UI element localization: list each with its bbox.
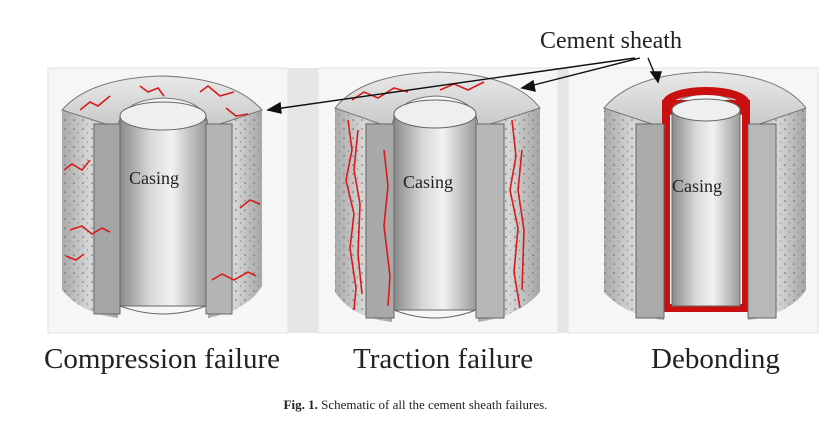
figure-number: Fig. 1. — [283, 397, 318, 412]
casing-label: Casing — [403, 172, 453, 192]
figure-caption-text: Schematic of all the cement sheath failu… — [321, 397, 548, 412]
caption-debonding: Debonding — [651, 343, 780, 375]
caption-compression: Compression failure — [44, 343, 280, 375]
casing-label: Casing — [672, 176, 722, 196]
cylinder-traction — [334, 71, 541, 322]
casing-label: Casing — [129, 168, 179, 188]
figure-caption: Fig. 1. Schematic of all the cement shea… — [0, 397, 831, 413]
cylinder-debonding — [603, 71, 807, 320]
callout-label: Cement sheath — [540, 28, 682, 54]
panel-separator — [288, 68, 318, 333]
cylinder-compression — [61, 75, 263, 318]
callout-arrows — [266, 57, 662, 114]
caption-traction: Traction failure — [353, 343, 534, 375]
panel-separator — [558, 68, 568, 333]
